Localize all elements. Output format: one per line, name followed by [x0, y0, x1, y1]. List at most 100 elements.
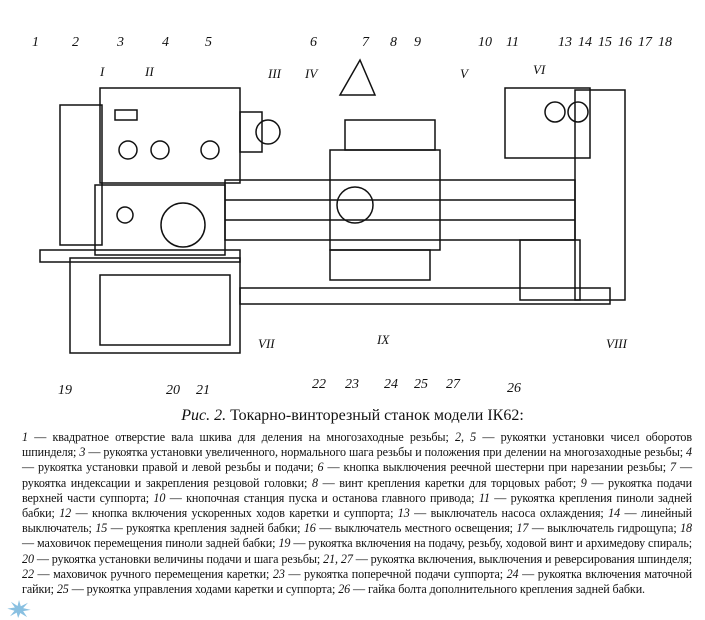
- roman-V: V: [460, 66, 470, 81]
- cross-slide: [344, 119, 436, 151]
- callout-8: 8: [390, 35, 397, 50]
- callout-11: 11: [506, 35, 519, 50]
- legend-text: рукоятка включения на подачу, резьбу, хо…: [308, 536, 692, 551]
- callout-14: 14: [578, 35, 592, 50]
- legend-text: рукоятка установки увеличенного, нормаль…: [103, 445, 683, 460]
- chuck: [239, 111, 263, 153]
- chip-tray-edge: [39, 249, 241, 263]
- figure-legend: 1 — квадратное отверстие вала шкива для …: [22, 430, 692, 597]
- knob-5: [200, 140, 220, 160]
- legend-number: 21, 27: [323, 551, 353, 566]
- legend-text: маховичок ручного перемещения каретки;: [53, 566, 270, 581]
- callout-21: 21: [196, 383, 210, 398]
- legend-number: 26: [338, 582, 351, 597]
- toolpost: [338, 58, 377, 96]
- legend-text: выключатель гидрощупа;: [547, 521, 677, 536]
- legend-text: винт крепления каретки для торцовых рабо…: [339, 475, 577, 490]
- legend-number: 20: [22, 551, 34, 566]
- legend-text: гайка болта дополнительного крепления за…: [367, 582, 645, 597]
- handwheel-22: [336, 186, 374, 224]
- roman-IV: IV: [304, 66, 319, 81]
- lathe-diagram: 1 2 3 4 5 6 7 8 9 10 11 13 14 15 16 17 1…: [32, 35, 672, 398]
- legend-number: 1: [22, 430, 28, 444]
- legend-number: 12: [59, 506, 72, 521]
- callout-4: 4: [162, 35, 169, 50]
- roman-VIII: VIII: [606, 336, 628, 351]
- gearbox-knob: [116, 206, 134, 224]
- figure-caption: Рис. 2. Токарно-винторезный станок модел…: [0, 406, 705, 426]
- callout-18: 18: [658, 35, 672, 50]
- tailstock-wheel: [544, 101, 566, 123]
- roman-labels: I II III IV V VI VII VIII IX: [99, 62, 628, 351]
- callout-15: 15: [598, 35, 612, 50]
- callout-5: 5: [205, 35, 212, 50]
- callout-1: 1: [32, 35, 39, 50]
- watermark-star-logo: [7, 600, 31, 618]
- feed-dial: [160, 202, 206, 248]
- legend-number: 13: [397, 506, 410, 521]
- legend-text: кнопка выключения реечной шестерни при н…: [343, 460, 667, 475]
- roman-VII: VII: [258, 336, 275, 351]
- legend-number: 22: [22, 566, 34, 581]
- legend-text: рукоятка крепления задней бабки;: [126, 521, 301, 536]
- legend-number: 8: [312, 475, 318, 490]
- legend-number: 19: [278, 536, 291, 551]
- legend-number: 23: [272, 566, 285, 581]
- callout-22: 22: [312, 377, 326, 392]
- legend-text: кнопочная станция пуска и останова главн…: [186, 490, 475, 505]
- legend-text: линейный выключатель;: [22, 506, 692, 536]
- legend-text: рукоятка индексации и закрепления резцов…: [22, 475, 308, 490]
- callout-9: 9: [414, 35, 421, 50]
- bed: [224, 179, 576, 241]
- callout-26: 26: [507, 381, 521, 396]
- callout-numbers: 1 2 3 4 5 6 7 8 9 10 11 13 14 15 16 17 1…: [32, 35, 672, 398]
- left-pedestal: [69, 257, 241, 354]
- callout-23: 23: [345, 377, 359, 392]
- legend-text: кнопка включения ускоренных ходов каретк…: [92, 506, 394, 521]
- legend-text: рукоятка включения, выключения и реверси…: [370, 551, 692, 566]
- legend-text: рукоятка подачи верхней части суппорта;: [22, 475, 692, 505]
- legend-number: 18: [680, 521, 692, 536]
- callout-17: 17: [638, 35, 653, 50]
- legend-number: 25: [56, 582, 69, 597]
- legend-number: 17: [516, 521, 529, 536]
- legend-number: 15: [95, 521, 108, 536]
- apron-lower: [329, 249, 431, 281]
- callout-13: 13: [558, 35, 572, 50]
- legend-number: 2, 5: [455, 430, 477, 444]
- caption-title: Токарно-винторезный станок модели IК62:: [230, 407, 524, 424]
- legend-text: рукоятка управления ходами каретки и суп…: [86, 582, 336, 597]
- roman-III: III: [267, 66, 282, 81]
- callout-10: 10: [478, 35, 492, 50]
- callout-24: 24: [384, 377, 398, 392]
- right-pedestal: [519, 239, 581, 301]
- spindle-nose: [255, 119, 281, 145]
- legend-number: 4: [686, 445, 692, 460]
- callout-3: 3: [116, 35, 124, 50]
- legend-text: маховичок перемещения пиноли задней бабк…: [37, 536, 276, 551]
- roman-II: II: [144, 64, 154, 79]
- callout-2: 2: [72, 35, 79, 50]
- callout-19: 19: [58, 383, 72, 398]
- legend-number: 6: [317, 460, 324, 475]
- headstock: [99, 87, 241, 184]
- knob-I: [118, 140, 138, 160]
- legend-number: 10: [153, 490, 166, 505]
- plate: [114, 109, 138, 121]
- legend-number: 14: [608, 506, 621, 521]
- roman-IX: IX: [376, 332, 390, 347]
- callout-7: 7: [362, 35, 370, 50]
- tailstock: [504, 87, 591, 159]
- legend-text: рукоятки установки чисел оборотов шпинде…: [22, 430, 692, 460]
- callout-16: 16: [618, 35, 632, 50]
- legend-number: 3: [79, 445, 86, 460]
- caption-prefix: Рис. 2.: [181, 407, 227, 424]
- legend-text: выключатель местного освещения;: [334, 521, 513, 536]
- callout-20: 20: [166, 383, 180, 398]
- legend-text: рукоятка крепления пиноли задней бабки;: [22, 490, 692, 521]
- legend-text: рукоятка установки величины подачи и шаг…: [51, 551, 321, 566]
- pulley-housing: [59, 104, 103, 246]
- legend-number: 16: [303, 521, 316, 536]
- legend-text: рукоятка включения маточной гайки;: [22, 566, 692, 597]
